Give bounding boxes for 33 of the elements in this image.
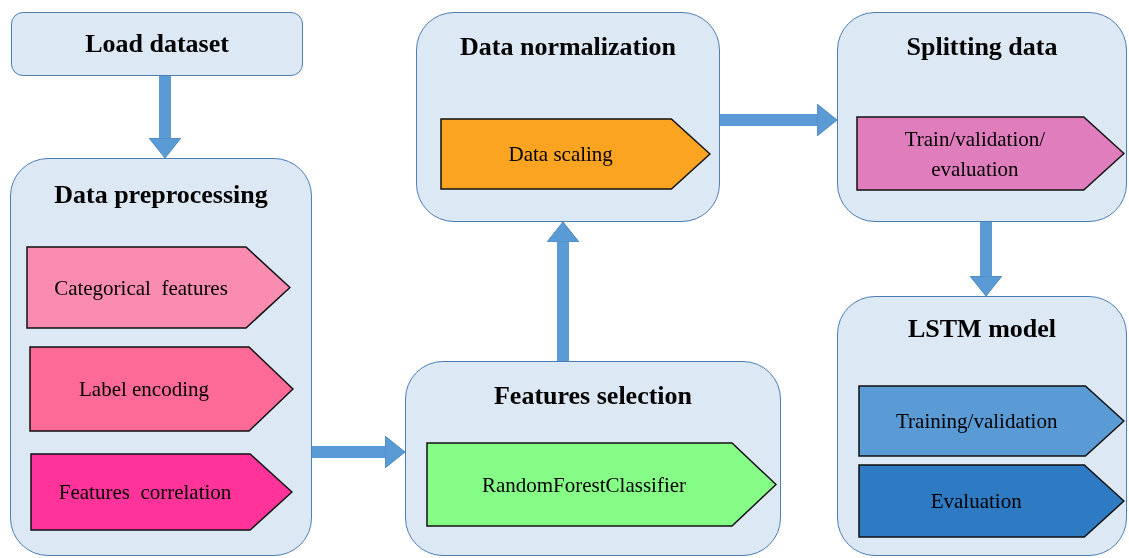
block-arrow: [546, 221, 580, 361]
block-arrow: [720, 103, 838, 137]
pentagon-arrow-box: [440, 118, 711, 190]
step-label: Data scaling: [507, 141, 614, 168]
process-label: Load dataset: [85, 28, 229, 60]
step-label: Label encoding: [78, 376, 210, 403]
process-box: [11, 12, 303, 76]
step-label: Categorical features: [53, 274, 229, 302]
pentagon-arrow-box: [426, 442, 777, 527]
pentagon-arrow-box: [29, 346, 294, 432]
pentagon-arrow-box: [30, 453, 293, 531]
step-label: RandomForestClassifier: [480, 471, 688, 499]
stage-panel: [416, 12, 720, 222]
stage-panel: [10, 158, 312, 556]
stage-heading: LSTM model: [906, 313, 1058, 345]
block-arrow: [969, 222, 1003, 297]
step-label: Training/validation: [895, 408, 1059, 435]
block-arrow: [312, 435, 406, 469]
stage-panel: [837, 296, 1127, 556]
stage-panel: [837, 12, 1127, 222]
block-arrow: [148, 76, 182, 159]
step-label: Train/validation/ evaluation: [903, 125, 1047, 183]
pentagon-arrow-box: [26, 246, 291, 329]
stage-heading: Splitting data: [905, 31, 1059, 63]
pentagon-arrow-box: [858, 464, 1125, 538]
step-label: Features correlation: [57, 479, 233, 506]
stage-heading: Features selection: [492, 380, 694, 412]
pentagon-arrow-box: [858, 385, 1125, 457]
step-label: Evaluation: [929, 488, 1023, 515]
stage-panel: [405, 361, 781, 556]
pentagon-arrow-box: [856, 116, 1125, 191]
stage-heading: Data normalization: [459, 31, 677, 63]
stage-heading: Data preprocessing: [53, 179, 269, 211]
